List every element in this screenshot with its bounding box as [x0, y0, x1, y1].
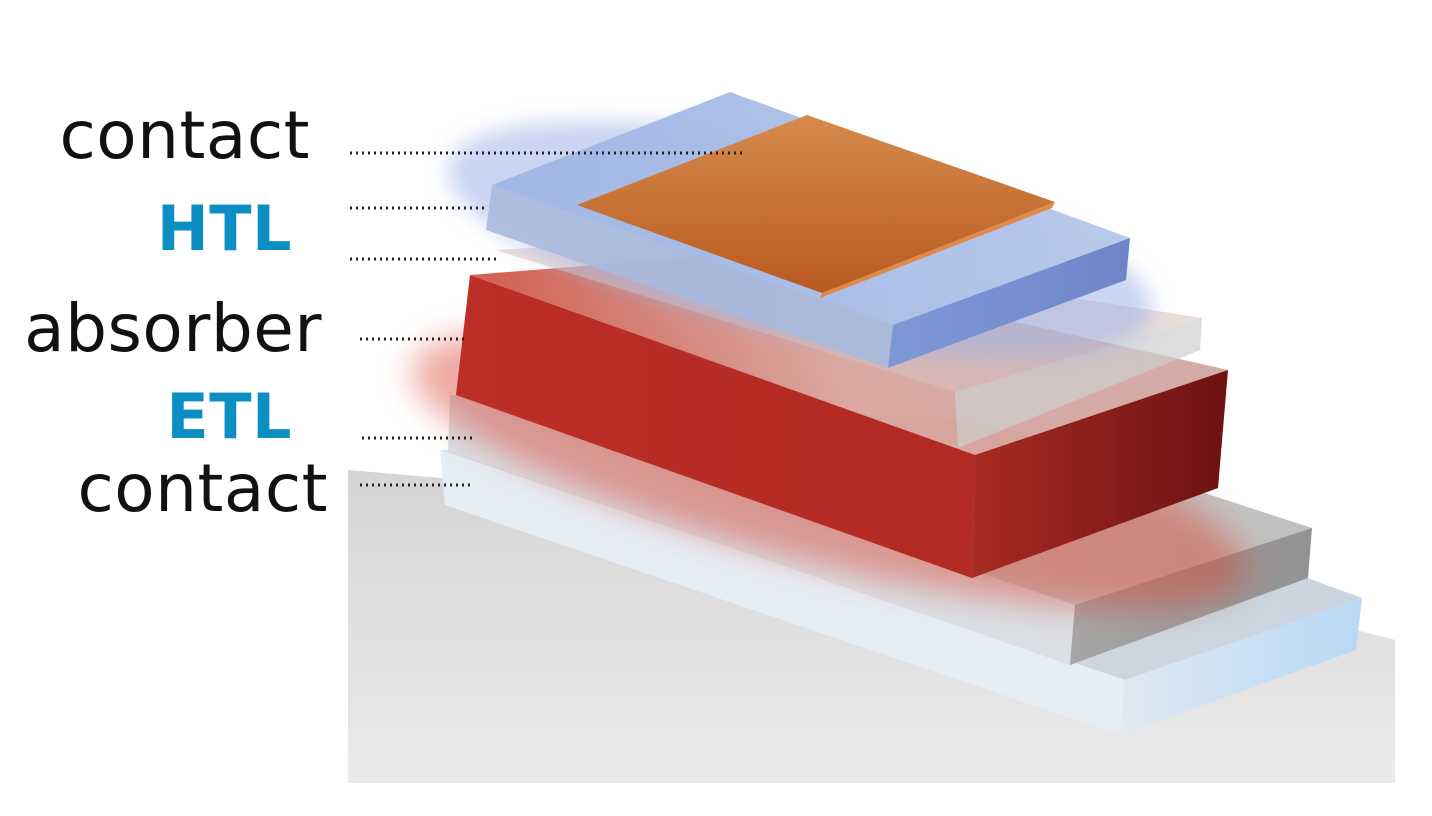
label-contact-top: contact: [59, 97, 310, 174]
layer-contact-top: [577, 115, 1055, 298]
label-contact-bottom: contact: [77, 450, 328, 527]
leader-lines: [350, 151, 742, 487]
label-absorber: absorber: [24, 290, 322, 367]
label-etl: ETL: [166, 380, 292, 453]
label-htl: HTL: [156, 192, 292, 265]
